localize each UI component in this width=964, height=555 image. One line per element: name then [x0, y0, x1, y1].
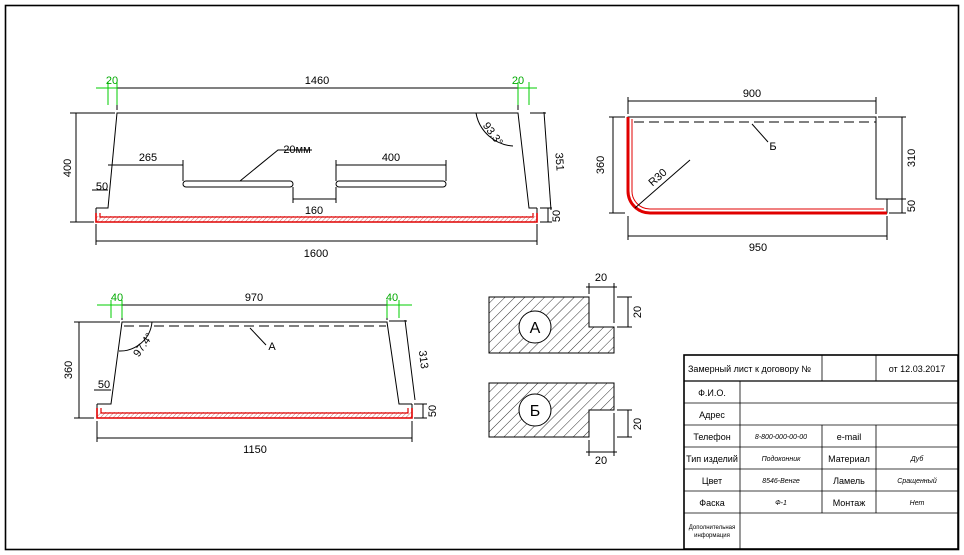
top-slot-thickness-label: 20мм: [283, 144, 310, 156]
color-value: 8546-Венге: [762, 478, 800, 485]
extra-label-2: информация: [694, 533, 730, 539]
phone-value: 8-800-000-00-00: [755, 434, 807, 441]
bottom-depth-label: 360: [63, 361, 75, 379]
top-slot-length-label: 400: [382, 152, 400, 164]
top-view-labels: 20 1460 20 400 351 93.3° 265 20мм 400 16…: [62, 75, 566, 260]
top-view-slot-right: [335, 180, 447, 188]
top-view: [70, 82, 552, 245]
mount-value: Нет: [910, 500, 925, 507]
top-left-margin-label: 20: [106, 75, 118, 87]
bottom-edge-label: 50: [427, 405, 439, 417]
top-lip-label: 50: [96, 181, 108, 193]
title-block: [683, 354, 959, 550]
type-label: Тип изделий: [686, 454, 738, 464]
material-label: Материал: [828, 454, 870, 464]
top-length-label: 1460: [305, 75, 329, 87]
profile-a-dim-side: 20: [632, 306, 644, 318]
right-depth-label: 360: [595, 156, 607, 174]
bottom-view-labels: 40 970 40 360 97.4° А 313 50 50 1150: [63, 292, 439, 456]
material-value: Дуб: [910, 455, 925, 463]
type-value: Подоконник: [762, 455, 802, 463]
address-label: Адрес: [699, 410, 725, 420]
lamel-label: Ламель: [833, 476, 865, 486]
right-top-length-label: 900: [743, 88, 761, 100]
profile-b-circle: [518, 393, 552, 427]
profile-a-labels: А 20 20: [530, 272, 644, 337]
bottom-view-edge-band: [97, 412, 412, 418]
title-block-title: Замерный лист к договору №: [688, 364, 811, 374]
bottom-lip-label: 50: [98, 379, 110, 391]
fio-label: Ф.И.О.: [698, 388, 726, 398]
phone-label: Телефон: [693, 432, 730, 442]
top-view-outline: [96, 112, 537, 209]
chamfer-label: Фаска: [699, 498, 725, 508]
profile-b-letter: Б: [530, 403, 541, 420]
right-side-right-label: 310: [906, 149, 918, 167]
bottom-left-margin-label: 40: [111, 292, 123, 304]
top-right-margin-label: 20: [512, 75, 524, 87]
right-view-outline: [627, 116, 888, 214]
profile-b-dim-bottom: 20: [595, 455, 607, 467]
extra-label-1: Дополнительная: [689, 525, 735, 531]
bottom-side-right-label: 313: [416, 350, 430, 370]
top-edge-label: 50: [551, 210, 563, 222]
email-label: e-mail: [837, 432, 862, 442]
mount-label: Монтаж: [833, 498, 866, 508]
right-view-labels: 900 360 R30 Б 310 50 950: [595, 88, 918, 254]
bottom-angle-label: 97.4°: [131, 331, 156, 359]
profile-a-section: [488, 296, 615, 354]
bottom-profile-label: А: [268, 341, 276, 353]
top-slot-offset-label: 265: [139, 152, 157, 164]
top-view-edge-band: [96, 216, 537, 222]
chamfer-value: Ф-1: [775, 500, 787, 507]
sheet-frame: [4, 4, 960, 551]
top-total-length-label: 1600: [304, 248, 328, 260]
lamel-value: Сращенный: [897, 477, 937, 485]
profile-b-dim-side: 20: [632, 418, 644, 430]
profile-a: [488, 283, 632, 354]
title-block-date: от 12.03.2017: [889, 364, 945, 374]
profile-b-labels: Б 20 20: [530, 403, 644, 467]
profile-a-circle: [518, 310, 552, 344]
right-edge-label: 50: [906, 200, 918, 212]
bottom-view-outline: [97, 321, 412, 405]
bottom-view: [74, 300, 427, 442]
top-side-right-label: 351: [552, 152, 565, 171]
right-profile-label: Б: [769, 141, 776, 153]
title-block-text: Замерный лист к договору № от 12.03.2017…: [686, 364, 945, 539]
profile-a-letter: А: [530, 320, 541, 337]
top-view-slot-left: [182, 180, 294, 188]
right-view: [609, 97, 906, 240]
right-radius-label: R30: [646, 167, 669, 189]
top-slot-gap-label: 160: [305, 205, 323, 217]
bottom-length-label: 970: [245, 292, 263, 304]
profile-a-dim-top: 20: [595, 272, 607, 284]
color-label: Цвет: [702, 476, 722, 486]
profile-b: [488, 382, 632, 456]
right-total-length-label: 950: [749, 242, 767, 254]
top-height-label: 400: [62, 159, 74, 177]
bottom-right-margin-label: 40: [386, 292, 398, 304]
bottom-total-length-label: 1150: [243, 444, 267, 456]
